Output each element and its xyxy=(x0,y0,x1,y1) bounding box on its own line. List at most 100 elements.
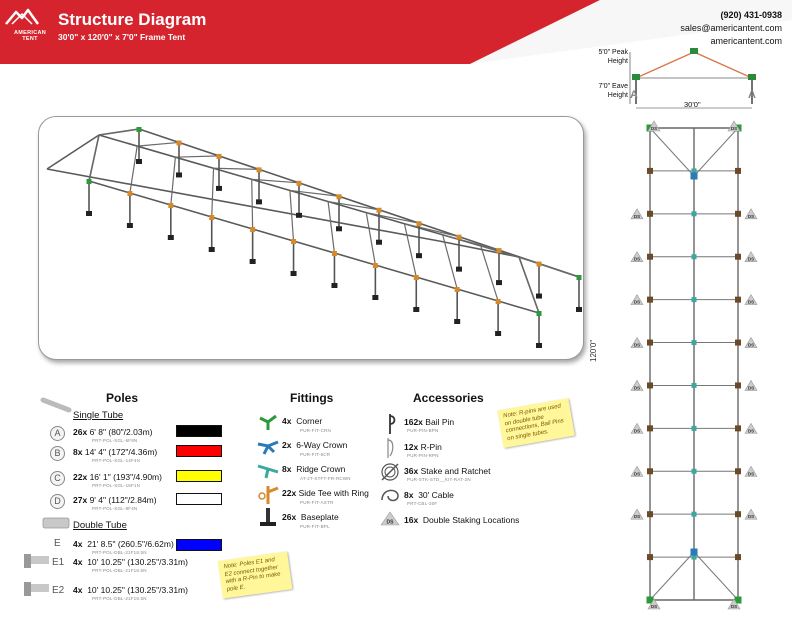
fitting-back xyxy=(256,167,262,173)
plan-ds-marker xyxy=(647,598,661,610)
plan-corner-fitting xyxy=(646,596,654,604)
plan-hip xyxy=(693,551,739,601)
rafter-front xyxy=(211,168,215,218)
baseplate-front xyxy=(208,247,215,252)
rafter-back xyxy=(442,234,500,251)
plan-ds-marker xyxy=(630,465,644,477)
pole-a-right-label: A xyxy=(748,89,756,101)
page-subtitle: 30'0" x 120'0" x 7'0" Frame Tent xyxy=(58,32,186,42)
plan-ds-marker xyxy=(744,422,758,434)
pole-e-desc: 4x 21' 8.5" (260.5"/6.62m) xyxy=(73,539,174,549)
pole-d-code: PRT-POL-SGL-9F4N xyxy=(92,506,138,511)
rafter-back xyxy=(98,128,140,136)
plan-tee-fitting xyxy=(647,210,653,217)
baseplate-back xyxy=(376,239,382,245)
pole-e-color-swatch xyxy=(176,539,222,551)
plan-corner-fitting xyxy=(734,596,742,604)
corner-fitting-icon xyxy=(259,414,277,430)
fitting-baseplate-code: PUR-FIT-BPL xyxy=(300,524,330,529)
fitting-front xyxy=(536,311,542,316)
pole-e1-code: PRT-POL-DBL-21F18.5N xyxy=(92,568,147,573)
website-link[interactable]: americantent.com xyxy=(710,36,782,46)
fitting-back xyxy=(296,180,302,186)
pole-c-desc: 22x 16' 1" (193"/4.90m) xyxy=(73,472,162,482)
plan-ds-marker xyxy=(630,336,644,348)
tent-frame-illustration xyxy=(46,127,582,348)
plan-ridge-fitting xyxy=(691,211,697,217)
elevation-drawing xyxy=(629,48,756,109)
baseplate-front xyxy=(290,271,297,276)
fitting-back xyxy=(536,261,542,267)
baseplate-front xyxy=(126,223,133,228)
baseplate-back xyxy=(296,212,302,218)
baseplate-front xyxy=(495,331,502,336)
baseplate-back xyxy=(256,199,262,205)
header-banner: AMERICAN TENT Structure Diagram 30'0" x … xyxy=(0,0,792,64)
baseplate-front xyxy=(167,235,174,240)
accessory-r-pin-desc: 12x R-Pin xyxy=(404,442,442,452)
rafter-back xyxy=(175,155,220,158)
american-tent-logo-icon xyxy=(5,8,40,25)
baseplate-front xyxy=(86,211,92,216)
plan-tee-fitting xyxy=(647,468,653,475)
plan-crown-fitting xyxy=(690,548,698,556)
plan-ds-marker xyxy=(744,379,758,391)
bail-pin-icon xyxy=(389,414,396,434)
plan-tee-fitting xyxy=(735,425,741,432)
fitting-ridge-desc: 8x Ridge Crown xyxy=(282,464,346,474)
email-link[interactable]: sales@americantent.com xyxy=(680,23,782,33)
fitting-front xyxy=(86,179,92,184)
fitting-corner-desc: 4x Corner xyxy=(282,416,323,426)
plan-ds-marker xyxy=(630,422,644,434)
plan-ridge-fitting xyxy=(691,168,697,174)
plan-ridge-fitting xyxy=(691,425,697,431)
contact-info: (920) 431-0938 sales@americantent.com am… xyxy=(680,9,782,48)
fitting-crown-desc: 2x 6-Way Crown xyxy=(282,440,348,450)
fitting-back xyxy=(216,153,222,159)
pole-d-color-swatch xyxy=(176,493,222,505)
rafter-back xyxy=(137,141,180,147)
pole-e2-icon xyxy=(24,582,49,596)
plan-ds-label: DS xyxy=(634,343,640,348)
plan-tee-fitting xyxy=(735,167,741,174)
plan-ds-label: DS xyxy=(748,214,754,219)
phone-number[interactable]: (920) 431-0938 xyxy=(720,10,782,20)
plan-tee-fitting xyxy=(647,253,653,260)
plan-ds-label: DS xyxy=(748,385,754,390)
pole-b-desc: 8x 14' 4" (172"/4.36m) xyxy=(73,447,158,457)
baseplate-front xyxy=(536,343,542,348)
accessory-stake-code: PUR-STK-STD__KIT-RAT-2N xyxy=(407,477,471,482)
plan-ds-label: DS xyxy=(634,385,640,390)
plan-tee-fitting xyxy=(735,382,741,389)
rafter-front xyxy=(88,134,100,182)
pole-c-code: PRT-POL-SGL-16F1N xyxy=(92,483,141,488)
plan-ds-marker xyxy=(744,208,758,220)
ridge-crown-icon xyxy=(257,464,279,479)
plan-ds-label: DS xyxy=(731,126,737,131)
plan-ds-marker xyxy=(647,120,661,132)
baseplate-back xyxy=(336,226,342,232)
plan-ds-marker xyxy=(727,120,741,132)
fitting-front xyxy=(209,215,215,220)
poles-heading: Poles xyxy=(106,391,139,405)
fitting-back xyxy=(576,275,582,280)
rafter-front xyxy=(170,157,176,206)
accessory-staking-desc: 16x Double Staking Locations xyxy=(404,515,520,525)
plan-ds-marker xyxy=(744,336,758,348)
pole-e-code: PRT-POL-DBL-21F18.5N xyxy=(92,550,147,555)
plan-tee-fitting xyxy=(647,511,653,518)
plan-ds-label: DS xyxy=(748,428,754,433)
plan-ds-label: DS xyxy=(748,471,754,476)
rafter-front xyxy=(289,190,295,242)
rafter-back xyxy=(404,223,460,238)
plan-ridge-fitting xyxy=(691,554,697,560)
baseplate-back xyxy=(576,307,582,312)
plan-tee-fitting xyxy=(735,296,741,303)
rafter-front xyxy=(251,179,254,230)
rafter-front xyxy=(129,145,138,194)
plan-tee-fitting xyxy=(735,468,741,475)
accessories-heading: Accessories xyxy=(413,391,484,405)
pole-a-color-swatch xyxy=(176,425,222,437)
